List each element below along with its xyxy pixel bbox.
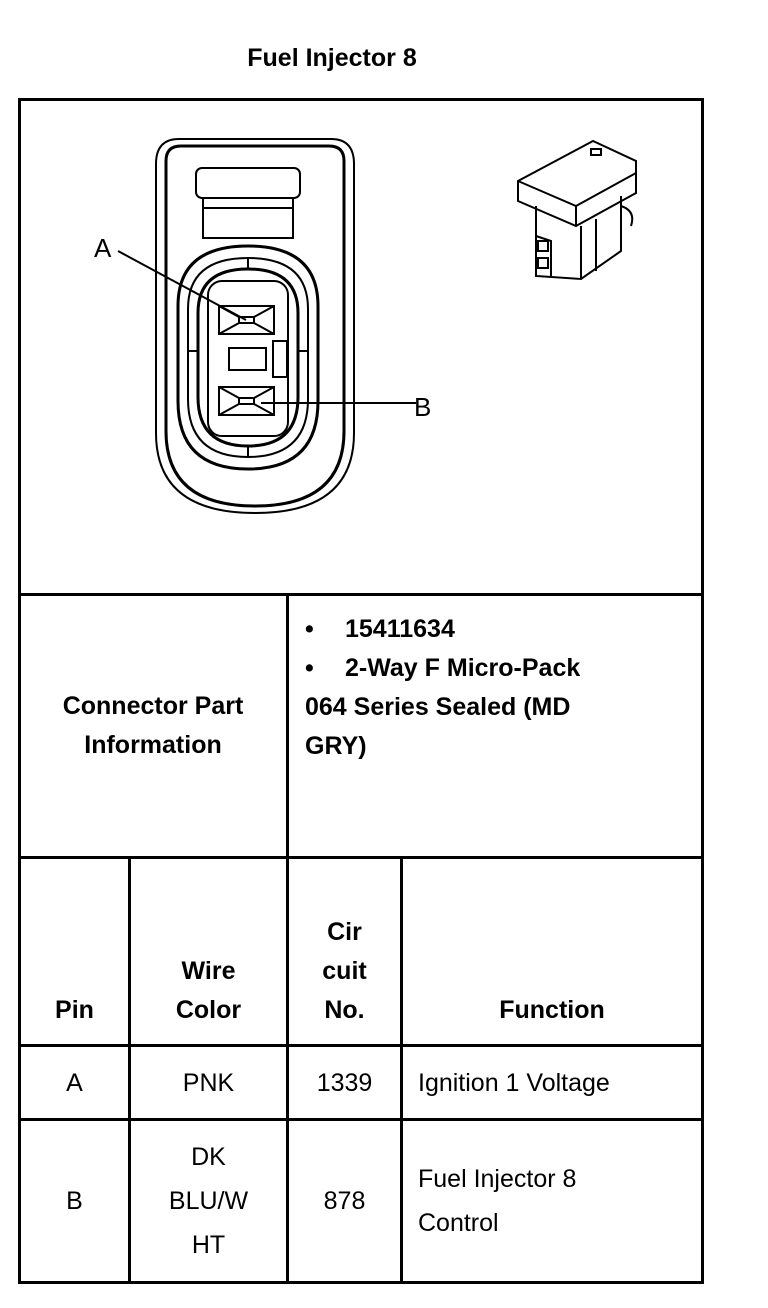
header-wire-color-line2: Color [175,996,242,1024]
connector-info-label-line2: Information [84,731,222,759]
table-row-b-circuit: 878 [289,1121,400,1281]
table-row-a-circuit: 1339 [289,1047,400,1118]
wire-color-line2: BLU/W [168,1187,249,1215]
pin-a-leader [117,250,247,321]
header-wire-color-line1: Wire [181,957,236,985]
connector-iso-drawing [517,139,637,281]
function-line2: Control [418,1209,499,1237]
function-line1: Fuel Injector 8 [418,1165,577,1193]
header-circuit-line1: Cir [327,918,362,946]
pin-a-label: A [94,233,112,263]
header-function: Function [499,996,605,1024]
table-row-b-wire-color: DK BLU/W HT [131,1121,286,1281]
circuit-value: 878 [323,1187,366,1215]
connector-info-label: Connector Part Information [20,596,286,856]
list-item: • 15411634 [305,610,695,649]
pin-b-label: B [414,392,432,422]
header-circuit-line2: cuit [322,957,367,985]
list-item: • 2-Way F Micro-Pack [305,649,695,688]
divider-diagram [18,593,704,596]
pin-value: B [66,1187,83,1215]
connector-diagram: A B [21,101,701,593]
circuit-value: 1339 [316,1068,373,1097]
table-frame [18,98,704,1284]
header-circuit-line3: No. [324,996,365,1024]
connector-info-list: • 15411634 • 2-Way F Micro-Pack 064 Seri… [305,610,695,766]
header-pin: Pin [55,996,94,1024]
wire-color-value: PNK [182,1068,235,1097]
connector-face-drawing [117,138,637,515]
divider-col-circuit-left [286,593,289,1284]
table-row-a-wire-color: PNK [131,1047,286,1118]
header-circuit: Cir cuit No. [289,913,400,1030]
wire-color-line3: HT [191,1231,226,1259]
bullet-icon: • [305,654,314,682]
header-wire-color: Wire Color [131,952,286,1030]
page-title: Fuel Injector 8 [247,44,417,72]
table-row-b-function: Fuel Injector 8 Control [418,1121,698,1281]
connector-description-line1: 2-Way F Micro-Pack [345,654,581,682]
divider-header [18,1044,704,1047]
table-row-a-pin: A [21,1047,128,1118]
divider-part-info [18,856,704,859]
part-number: 15411634 [345,615,455,643]
function-value: Ignition 1 Voltage [418,1068,610,1097]
table-row-a-function: Ignition 1 Voltage [418,1047,698,1118]
table-row-b-pin: B [21,1121,128,1281]
bullet-icon: • [305,615,314,643]
divider-col-function [400,856,403,1284]
wire-color-line1: DK [191,1143,226,1171]
pin-value: A [66,1068,83,1097]
divider-col-pin [128,856,131,1284]
connector-description-line2: 064 Series Sealed (MD [305,693,571,721]
divider-row-a [18,1118,704,1121]
connector-info-label-line1: Connector Part [62,692,244,720]
connector-description-line3: GRY) [305,732,367,760]
